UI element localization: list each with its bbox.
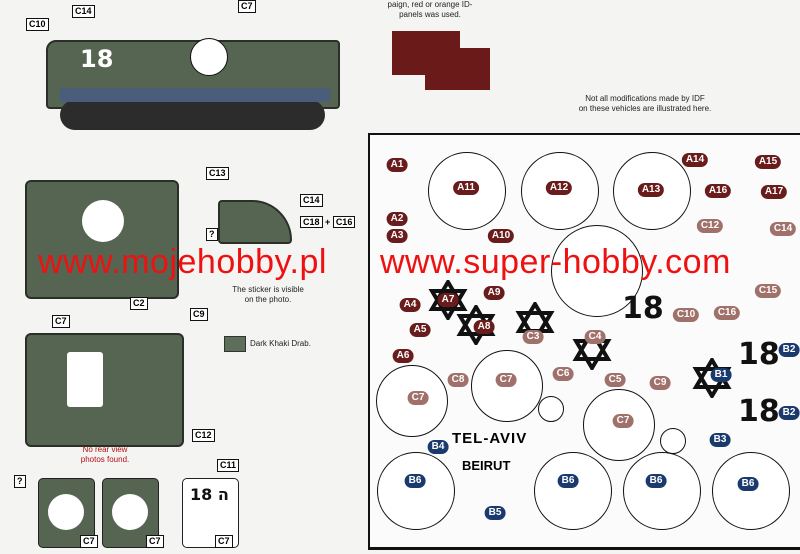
watermark-right: www.super-hobby.com <box>380 243 731 281</box>
decal-badge-b4: B4 <box>427 440 449 454</box>
decal-badge-a7: A7 <box>437 293 459 307</box>
decal-circle <box>471 350 543 422</box>
decal-badge-c9: C9 <box>649 376 671 390</box>
callout-c7: C7 <box>146 535 164 548</box>
decal-badge-a15: A15 <box>754 155 782 169</box>
callout-c9: C9 <box>190 308 208 321</box>
callout-c12: C12 <box>192 429 215 442</box>
decal-badge-a6: A6 <box>392 349 414 363</box>
callout-c18-c16: C18 + C16 <box>300 216 356 228</box>
decal-circle <box>538 396 564 422</box>
decal-badge-c7: C7 <box>407 391 429 405</box>
decal-badge-a8: A8 <box>473 320 495 334</box>
decal-badge-c8: C8 <box>447 373 469 387</box>
decal-badge-c5: C5 <box>604 373 626 387</box>
decal-badge-a12: A12 <box>545 181 573 195</box>
legend-swatch <box>224 336 246 352</box>
decal-badge-b1: B1 <box>710 368 732 382</box>
decal-badge-c7: C7 <box>612 414 634 428</box>
decal-circle <box>660 428 686 454</box>
decal-circle <box>623 452 701 530</box>
decal-badge-a1: A1 <box>386 158 408 172</box>
decal-badge-b2: B2 <box>778 343 800 357</box>
decal-number: 18 <box>622 291 664 326</box>
door-plate-number: ה 18 <box>190 485 229 504</box>
callout-c7: C7 <box>215 535 233 548</box>
decal-badge-b6: B6 <box>645 474 667 488</box>
door-variant-1 <box>38 478 95 548</box>
decal-badge-c7: C7 <box>495 373 517 387</box>
callout-c7: C7 <box>238 0 256 13</box>
decal-badge-a4: A4 <box>399 298 421 312</box>
decal-badge-a10: A10 <box>487 229 515 243</box>
decal-circle <box>551 225 643 317</box>
callout-c7: C7 <box>80 535 98 548</box>
note-panels: paign, red or orange ID-panels was used. <box>387 0 473 19</box>
decal-badge-b6: B6 <box>557 474 579 488</box>
decal-badge-c14: C14 <box>769 222 797 236</box>
decal-badge-b6: B6 <box>404 474 426 488</box>
callout-c14: C14 <box>300 194 323 207</box>
question-mark: ? <box>206 228 218 241</box>
decal-badge-a11: A11 <box>453 181 479 195</box>
callout-c13: C13 <box>206 167 229 180</box>
decal-badge-c15: C15 <box>754 284 782 298</box>
roundel <box>190 38 228 76</box>
decal-badge-a13: A13 <box>637 183 665 197</box>
decal-badge-c4: C4 <box>584 330 606 344</box>
decal-badge-c3: C3 <box>522 330 544 344</box>
decal-badge-a3: A3 <box>386 229 408 243</box>
decal-circle <box>377 452 455 530</box>
decal-beirut: BEIRUT <box>462 458 511 473</box>
rear-door-white <box>67 352 103 407</box>
decal-tel-aviv: TEL-AVIV <box>452 430 528 447</box>
decal-badge-a5: A5 <box>409 323 431 337</box>
callout-c10: C10 <box>26 18 49 31</box>
decal-badge-c6: C6 <box>552 367 574 381</box>
callout-c7: C7 <box>52 315 70 328</box>
decal-circle <box>534 452 612 530</box>
decal-badge-c10: C10 <box>672 308 700 322</box>
roundel <box>82 200 124 242</box>
decal-badge-a2: A2 <box>386 212 408 226</box>
hull-number: 18 <box>80 45 114 73</box>
decal-badge-a9: A9 <box>483 286 505 300</box>
door-variant-3 <box>182 478 239 548</box>
decal-badge-b3: B3 <box>709 433 731 447</box>
decal-number: 18 <box>738 394 780 429</box>
question-mark: ? <box>14 475 26 488</box>
callout-c14: C14 <box>72 5 95 18</box>
decal-badge-c16: C16 <box>713 306 741 320</box>
callout-c2: C2 <box>130 297 148 310</box>
id-panel <box>425 48 490 90</box>
decal-circle <box>583 389 655 461</box>
watermark-left: www.mojehobby.pl <box>38 243 327 281</box>
legend-label: Dark Khaki Drab. <box>250 339 311 348</box>
decal-badge-a17: A17 <box>760 185 788 199</box>
decal-badge-b6: B6 <box>737 477 759 491</box>
vehicle-tracks <box>60 100 325 130</box>
decal-number: 18 <box>738 337 780 372</box>
vehicle-rear-view <box>25 333 184 447</box>
decal-badge-b2: B2 <box>778 406 800 420</box>
decal-badge-b5: B5 <box>484 506 506 520</box>
decal-circle <box>712 452 790 530</box>
callout-c11: C11 <box>217 459 240 472</box>
decal-badge-a14: A14 <box>681 153 709 167</box>
decal-badge-c12: C12 <box>696 219 724 233</box>
vehicle-skirt <box>60 88 330 102</box>
vehicle-rear-detail <box>218 200 292 244</box>
decal-badge-a16: A16 <box>704 184 732 198</box>
